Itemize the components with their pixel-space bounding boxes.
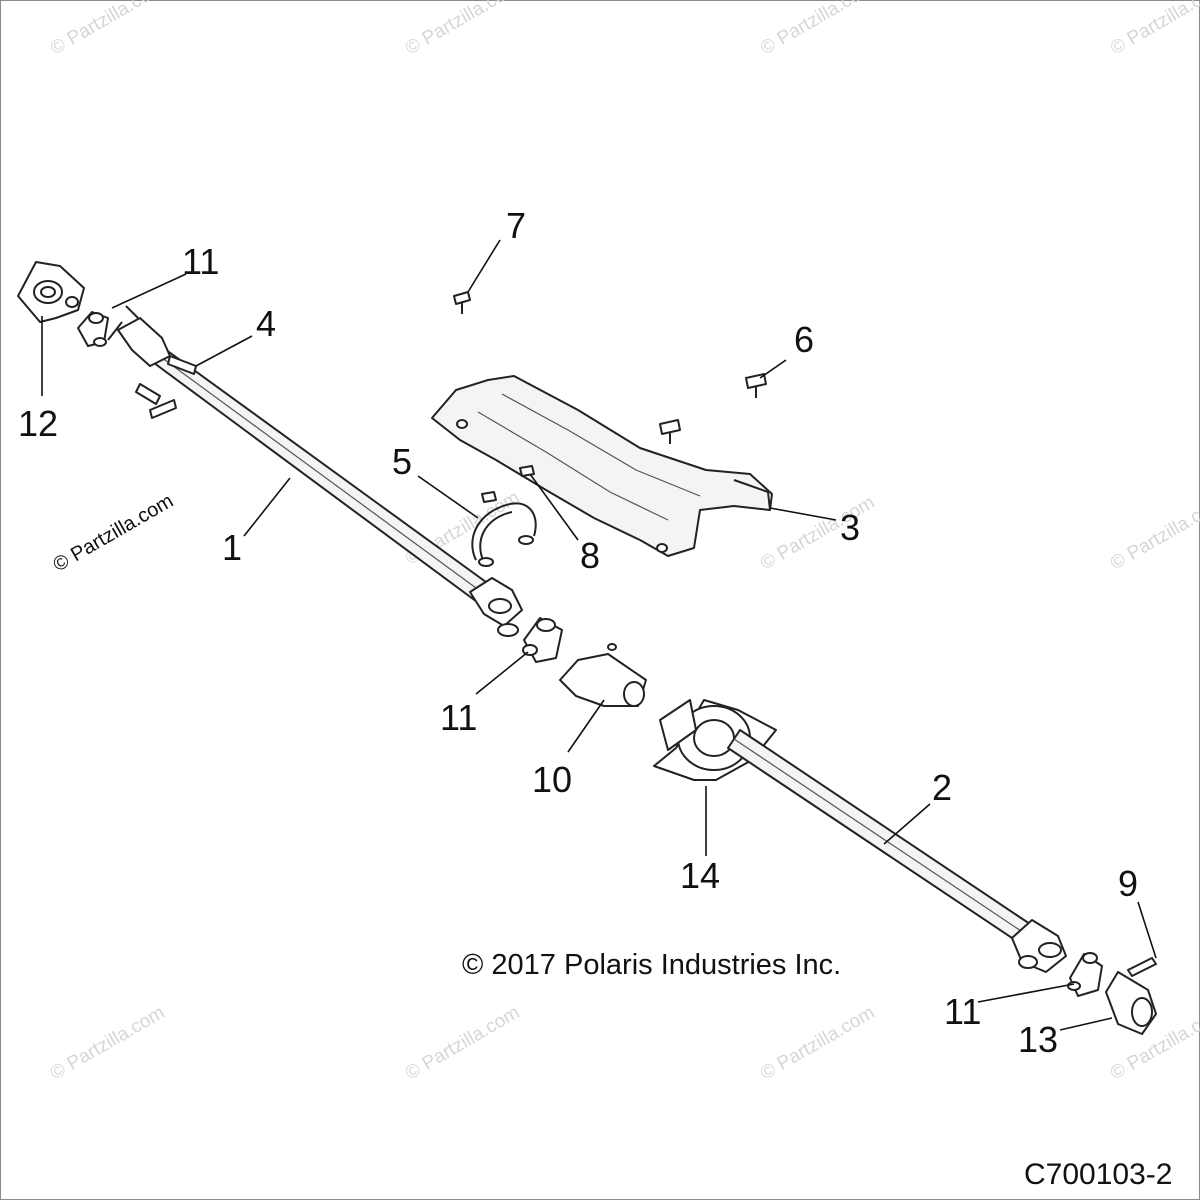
heat-shield — [431, 375, 773, 557]
callout-14: 14 — [680, 855, 720, 896]
callout-9: 9 — [1118, 863, 1138, 904]
callout-4: 4 — [256, 303, 276, 344]
callout-11-rear: 11 — [944, 991, 981, 1032]
watermark: © Partzilla.com — [1107, 0, 1200, 59]
callout-13: 13 — [1018, 1019, 1058, 1060]
callout-5: 5 — [392, 441, 412, 482]
callout-10: 10 — [532, 759, 572, 800]
callout-labels: 1 2 3 4 5 6 7 8 9 10 11 11 11 12 13 14 — [18, 205, 1138, 1060]
watermark: © Partzilla.com — [402, 0, 523, 59]
watermark: © Partzilla.com — [757, 1002, 878, 1084]
u-joint-cross-front — [77, 311, 109, 347]
watermark: © Partzilla.com — [47, 1002, 168, 1084]
callout-12: 12 — [18, 403, 58, 444]
callout-8: 8 — [580, 535, 600, 576]
slip-yoke — [559, 643, 647, 707]
callout-11-front: 11 — [182, 241, 219, 282]
callout-1: 1 — [222, 527, 242, 568]
callout-7: 7 — [506, 205, 526, 246]
callout-2: 2 — [932, 767, 952, 808]
watermark: © Partzilla.com — [757, 492, 878, 574]
watermark: © Partzilla.com — [402, 1002, 523, 1084]
shaft-bolts — [135, 355, 197, 419]
rear-drive-shaft — [727, 729, 1067, 973]
front-yoke-flange — [17, 261, 85, 323]
callout-3: 3 — [840, 507, 860, 548]
watermark: © Partzilla.com — [757, 0, 878, 59]
watermark: © Partzilla.com — [47, 0, 168, 59]
leader-lines — [41, 239, 1157, 1031]
watermark: © Partzilla.com — [1107, 492, 1200, 574]
copyright-notice: © 2017 Polaris Industries Inc. — [462, 949, 841, 981]
hose-clip — [471, 502, 537, 567]
diagram-code: C700103-2 — [1024, 1158, 1172, 1191]
roll-pin — [1127, 957, 1157, 977]
heat-shield-bolts — [453, 291, 767, 503]
callout-6: 6 — [794, 319, 814, 360]
u-joint-cross-middle — [522, 617, 563, 663]
u-joint-cross-rear — [1067, 952, 1103, 997]
watermark-dark: © Partzilla.com — [50, 490, 178, 576]
rear-yoke — [1105, 971, 1157, 1035]
callout-11-middle: 11 — [440, 697, 477, 738]
